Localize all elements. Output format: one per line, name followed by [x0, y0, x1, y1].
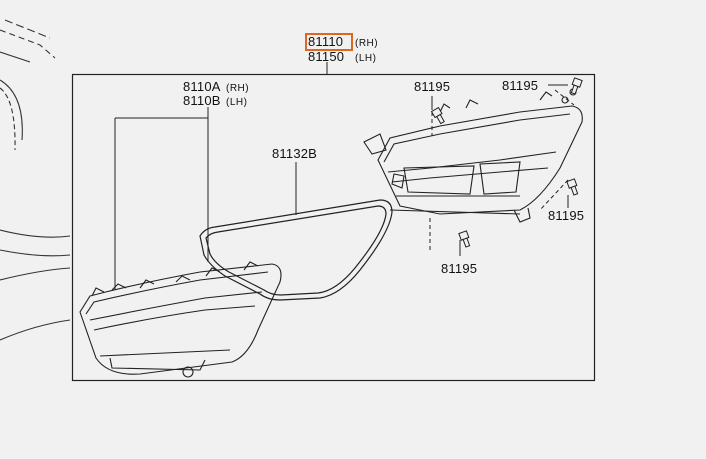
screw-icon — [566, 178, 579, 196]
lens-leader — [114, 107, 209, 290]
suffix-rh: (RH) — [355, 38, 379, 49]
screw-part-top-left[interactable]: 81195 — [414, 79, 451, 94]
lens-suffix-lh: (LH) — [226, 97, 248, 108]
screw-icon — [570, 77, 583, 95]
gasket-seal — [199, 199, 393, 301]
gasket-part[interactable]: 81132B — [272, 146, 318, 161]
lens-suffix-rh: (RH) — [226, 83, 250, 94]
screw-icon — [430, 106, 445, 125]
screw-icon — [458, 230, 471, 248]
assembly-frame — [71, 73, 596, 382]
screw-icons — [430, 77, 583, 248]
suffix-lh: (LH) — [355, 53, 377, 64]
lens-part-rh[interactable]: 8110A — [183, 79, 221, 94]
part-number-lh[interactable]: 81150 — [308, 49, 345, 64]
screw-part-top-right[interactable]: 81195 — [502, 78, 539, 93]
screw-part-bottom[interactable]: 81195 — [441, 261, 478, 276]
highlight-box[interactable] — [305, 33, 353, 51]
headlamp-assembly-right — [363, 88, 583, 223]
screw-leaders — [429, 84, 575, 256]
headlamp-lens-left — [79, 261, 282, 378]
vehicle-outline — [0, 19, 71, 341]
lens-part-lh[interactable]: 8110B — [183, 93, 221, 108]
part-number-rh[interactable]: 81110 — [308, 34, 344, 49]
screw-part-right[interactable]: 81195 — [548, 208, 585, 223]
